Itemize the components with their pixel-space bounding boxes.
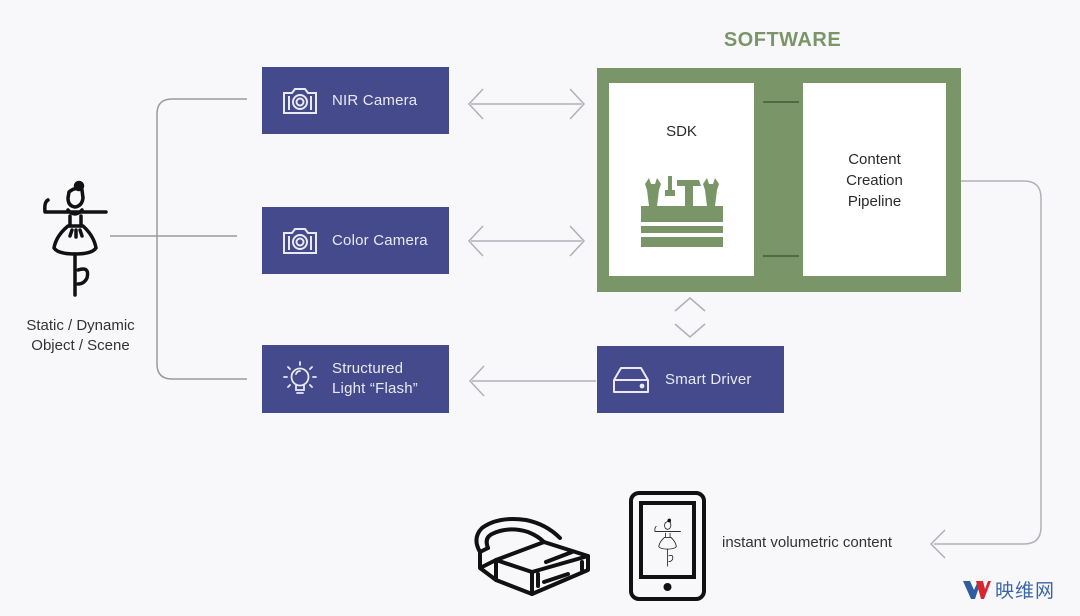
nir-camera-label: NIR Camera <box>332 91 418 109</box>
color-double-arrow <box>467 225 586 257</box>
structured-light-label: Structured Light “Flash” <box>332 360 418 397</box>
content-creation-pipeline-panel: Content Creation Pipeline <box>803 83 946 276</box>
light-bulb-icon <box>280 359 320 399</box>
panel-link-bottom <box>763 255 799 257</box>
structured-light-box: Structured Light “Flash” <box>262 345 449 413</box>
output-connector <box>929 180 1042 559</box>
source-object-label: Static / Dynamic Object / Scene <box>26 317 135 354</box>
color-camera-label: Color Camera <box>332 231 428 249</box>
sdk-label: SDK <box>666 123 697 140</box>
toolbox-icon <box>641 176 723 247</box>
camera-icon <box>280 224 320 258</box>
source-object <box>38 180 112 305</box>
smart-driver-label: Smart Driver <box>665 370 752 388</box>
panel-link-top <box>763 101 799 103</box>
output-label: instant volumetric content <box>722 534 893 551</box>
vr-headset <box>468 508 592 603</box>
driver-to-light-arrow <box>468 365 596 397</box>
color-camera-box: Color Camera <box>262 207 449 274</box>
vr-headset-icon <box>474 517 590 596</box>
content-creation-pipeline-label: Content Creation Pipeline <box>846 151 903 210</box>
software-title: SOFTWARE <box>723 29 842 51</box>
ballerina-icon <box>43 180 108 297</box>
software-driver-double-arrow <box>674 297 706 338</box>
nir-double-arrow <box>467 88 586 120</box>
tablet <box>628 490 708 607</box>
watermark: 映维网 <box>963 576 1055 603</box>
smart-driver-box: Smart Driver <box>597 346 784 413</box>
hard-drive-icon <box>611 363 651 397</box>
software-frame: SDK Content Creation Pipeline <box>597 68 961 292</box>
watermark-text: 映维网 <box>995 581 1056 602</box>
nir-camera-box: NIR Camera <box>262 67 449 134</box>
camera-icon <box>280 84 320 118</box>
bracket-connector <box>156 98 247 380</box>
yv-logo-icon <box>963 580 991 599</box>
tablet-icon <box>629 491 706 601</box>
sdk-panel: SDK <box>609 83 754 276</box>
